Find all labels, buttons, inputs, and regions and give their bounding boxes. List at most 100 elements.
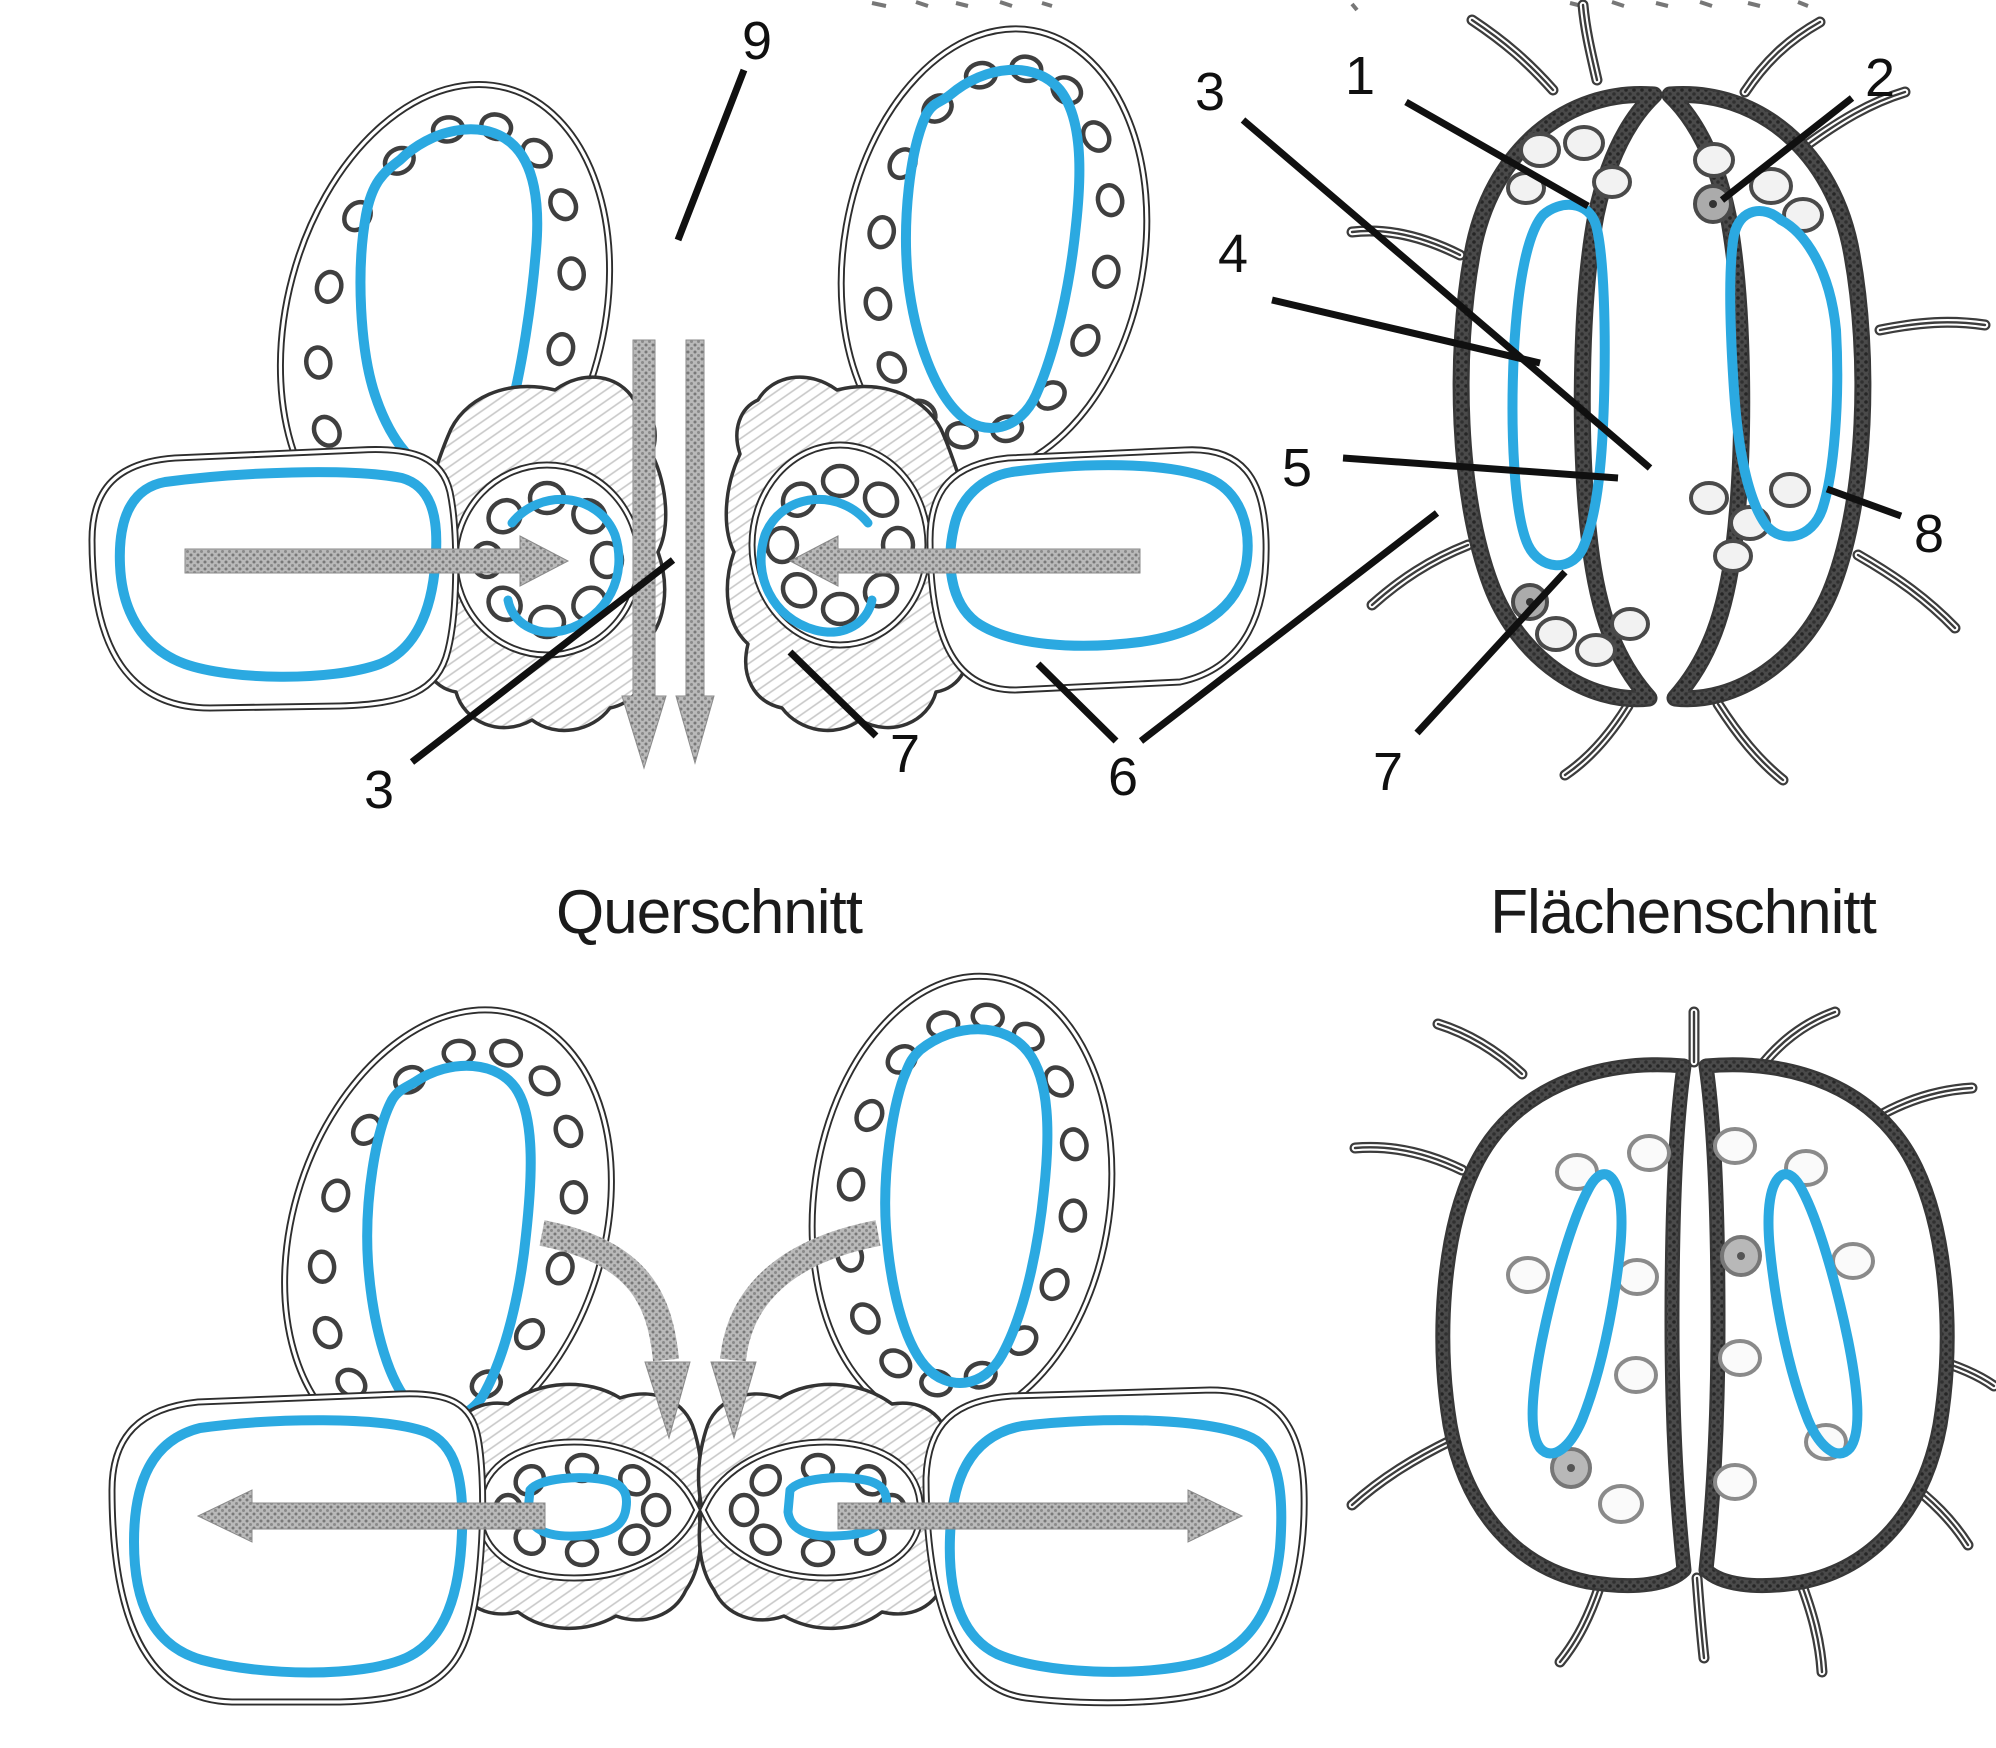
plastid-circle (849, 1302, 881, 1335)
caption-cross-section: Querschnitt (556, 878, 863, 947)
nucleus-right-cell (1693, 184, 1733, 224)
epidermis-hair-line (1350, 229, 1462, 257)
epidermis-cell-lower-left (108, 1390, 487, 1706)
callout-2-leader (1719, 95, 1855, 203)
plastid-circle (1043, 1065, 1075, 1098)
callout-2-label: 2 (1865, 48, 1895, 108)
plastid-circle (1095, 183, 1125, 218)
nucleus-left-cell (1550, 1447, 1592, 1489)
plastid-circle (1080, 120, 1112, 153)
callout-4-label: 4 (1218, 224, 1248, 284)
plastid-circle (1091, 254, 1121, 289)
plastid-circle (513, 1318, 546, 1351)
epidermis-hair-line (1695, 1576, 1706, 1660)
callout-1-label: 1 (1345, 46, 1375, 106)
callout-4-leader (1271, 296, 1541, 367)
guard-cell-left-surface (1452, 85, 1663, 708)
epidermis-cell-upper-left (281, 1006, 615, 1458)
plastid-circle (1058, 1198, 1088, 1233)
epidermis-hair-line (1798, 90, 1907, 152)
plastid-circle (764, 525, 800, 565)
callout-9-leader (674, 68, 748, 242)
epidermis-hair-line (1350, 1438, 1454, 1507)
epidermis-cell-upper-right (837, 25, 1151, 479)
epidermis-cell-lower-right (922, 1386, 1308, 1707)
guard-cell-vacuole (756, 494, 877, 637)
epidermis-hair-line (1716, 702, 1785, 782)
plastid-circle (1070, 323, 1101, 357)
water-influx-arrow-left (184, 535, 570, 587)
plastid-circle (564, 1536, 600, 1568)
plastid-circle (321, 1178, 351, 1213)
callout-7-leader (1414, 569, 1568, 736)
chloroplasts (1506, 1127, 1875, 1524)
plastid-circle (311, 414, 342, 448)
plastid-circle (553, 1114, 584, 1149)
chloroplasts (1506, 125, 1824, 667)
callout-7-label: 7 (1373, 742, 1403, 802)
caption-surface-section: Flächenschnitt (1490, 878, 1877, 947)
plastid-circle (640, 1492, 672, 1528)
transpiration-arrow-1 (621, 339, 667, 770)
plastid-circle (1059, 1127, 1089, 1162)
callout-3-label: 3 (364, 760, 394, 820)
callout-7-leader (787, 649, 879, 739)
epidermis-hair-line (1558, 1583, 1602, 1664)
vacuole-membrane (901, 65, 1085, 433)
plastid-circle (728, 1492, 760, 1528)
guard-cell-right-closed (699, 1438, 925, 1582)
epidermis-wall-hairs (1346, 0, 1991, 786)
plastid-circle (820, 591, 860, 627)
plastid-circle (1039, 1267, 1070, 1302)
callout-6-leader-a (1035, 661, 1119, 744)
callout-8-label: 8 (1914, 504, 1944, 564)
plastid-circle (314, 269, 344, 304)
plastid-circle (749, 1464, 782, 1497)
epidermis-hair-line (1353, 1146, 1464, 1172)
plastid-circle (879, 1348, 913, 1379)
plastid-circle (836, 1167, 866, 1202)
closing-arrow-right (710, 1220, 881, 1440)
plastid-circle (545, 1251, 575, 1286)
guard-cell-vacuole (523, 1473, 631, 1541)
plastid-circle (528, 1065, 561, 1097)
callout-6-label: 6 (1108, 747, 1138, 807)
plastid-circle (548, 188, 579, 222)
callout-5-label: 5 (1282, 438, 1312, 498)
epidermis-cell-lower-left (88, 446, 460, 712)
closing-arrow-left (539, 1220, 691, 1440)
epidermis-cell-upper-right (808, 972, 1116, 1428)
vacuole-membrane-right (1763, 1169, 1863, 1459)
callout-1-leader (1404, 98, 1590, 210)
cropped-text-remnants (871, 0, 1809, 12)
water-influx-arrow-right (788, 535, 1141, 587)
plastid-circle (867, 215, 897, 250)
plastid-circle (312, 1315, 343, 1350)
vacuole-membrane (880, 1024, 1053, 1388)
guard-cell-vacuole (503, 494, 624, 637)
plastid-circle (863, 286, 893, 321)
figure-surface-open: 3 1 2 4 5 7 8 (1195, 0, 1991, 802)
epidermis-hair-line (1563, 704, 1630, 777)
guard-cell-right-open (748, 441, 932, 649)
transpiration-arrow-2 (675, 339, 715, 765)
plastid-circle (780, 572, 818, 609)
callout-5-leader (1342, 454, 1619, 482)
water-efflux-arrow-left (196, 1489, 546, 1543)
plastid-circle (557, 256, 587, 291)
epidermis-hair-line (1741, 18, 1824, 96)
figure-cross-section-closed (108, 972, 1308, 1707)
plastid-circle (559, 1180, 589, 1215)
plastid-circle (618, 1523, 651, 1556)
plastid-circle (749, 1523, 782, 1556)
nucleus-right-cell (1720, 1235, 1762, 1277)
plastid-circle (862, 481, 900, 518)
figure-surface-closed (1346, 1006, 1996, 1678)
epidermis-hair-line (1798, 1578, 1824, 1674)
vacuole-membrane (114, 467, 442, 682)
vacuole-membrane (129, 1415, 468, 1678)
plastid-circle (800, 1536, 836, 1568)
plastid-circle (854, 1098, 885, 1133)
guard-cell-left-closed (475, 1438, 701, 1582)
